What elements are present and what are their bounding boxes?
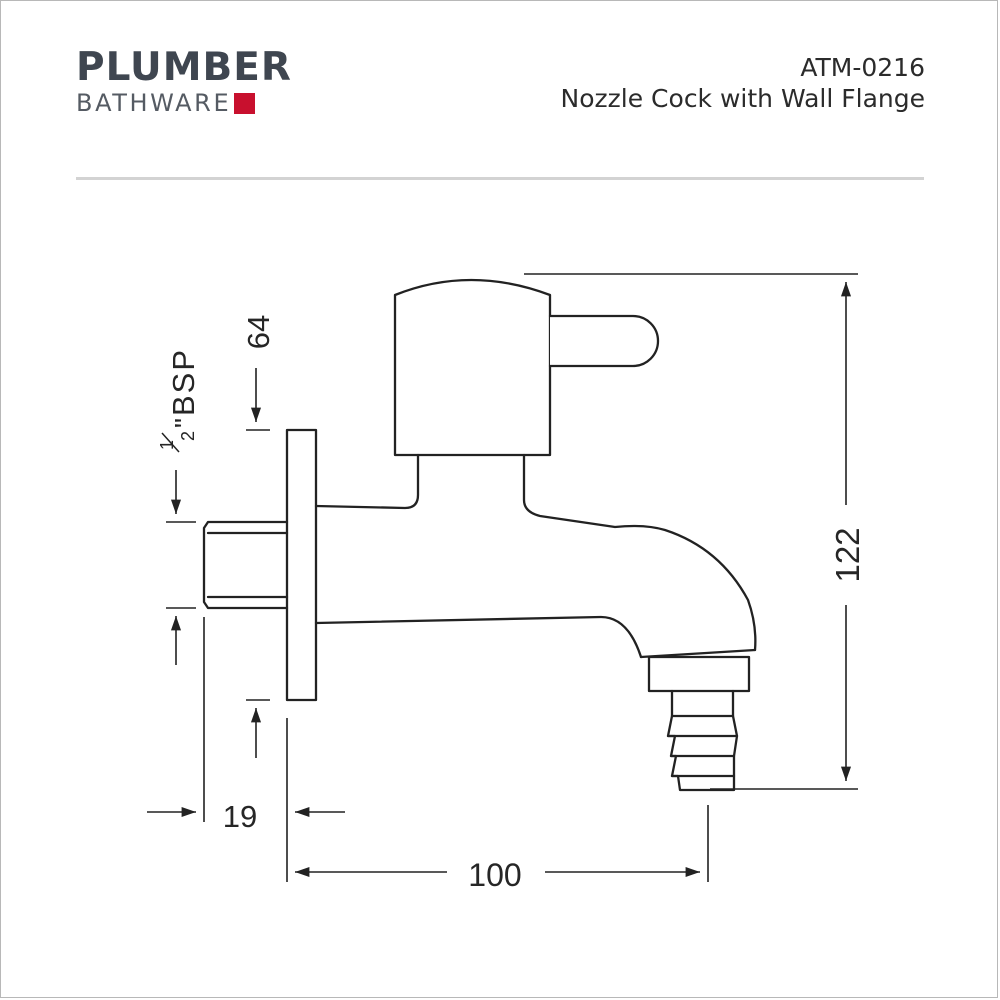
header-divider — [76, 177, 924, 180]
dim-flange-label: 19 — [223, 799, 257, 834]
dim-offset-label: 64 — [241, 315, 276, 349]
thread-fraction-numerator: 1 — [157, 440, 177, 450]
brand-name-bottom: BATHWARE — [76, 89, 232, 117]
wall-flange-shape — [285, 428, 318, 702]
brand-name-bottom-row: BATHWARE — [76, 88, 292, 118]
brand-name-top: PLUMBER — [76, 45, 292, 90]
product-code: ATM-0216 — [800, 53, 925, 82]
dim-height-label: 122 — [829, 527, 866, 582]
thread-inlet-shape — [202, 520, 289, 610]
dimension-labels: 122 100 19 64 1 2 " BSP — [157, 315, 866, 893]
faucet-outline — [202, 278, 757, 792]
handle-cap-shape — [393, 278, 552, 457]
dim-thread-label: 1 2 " BSP — [157, 348, 201, 453]
dimension-lines — [147, 273, 858, 882]
brand-accent-square — [234, 92, 256, 114]
thread-inch-mark: " — [169, 418, 200, 428]
lever-shape — [548, 314, 660, 368]
thread-size-label: BSP — [166, 348, 201, 416]
hose-barb-upper — [670, 689, 735, 718]
product-name: Nozzle Cock with Wall Flange — [560, 84, 925, 113]
nozzle-collar-shape — [647, 655, 751, 693]
body-top-left — [314, 453, 420, 510]
body-top-right — [522, 453, 757, 652]
thread-fraction-denominator: 2 — [178, 431, 198, 441]
dim-length-label: 100 — [468, 857, 521, 893]
title-block: ATM-0216 Nozzle Cock with Wall Flange — [561, 52, 925, 114]
body-bottom — [314, 615, 643, 659]
brand-logo: PLUMBER BATHWARE — [76, 48, 292, 118]
